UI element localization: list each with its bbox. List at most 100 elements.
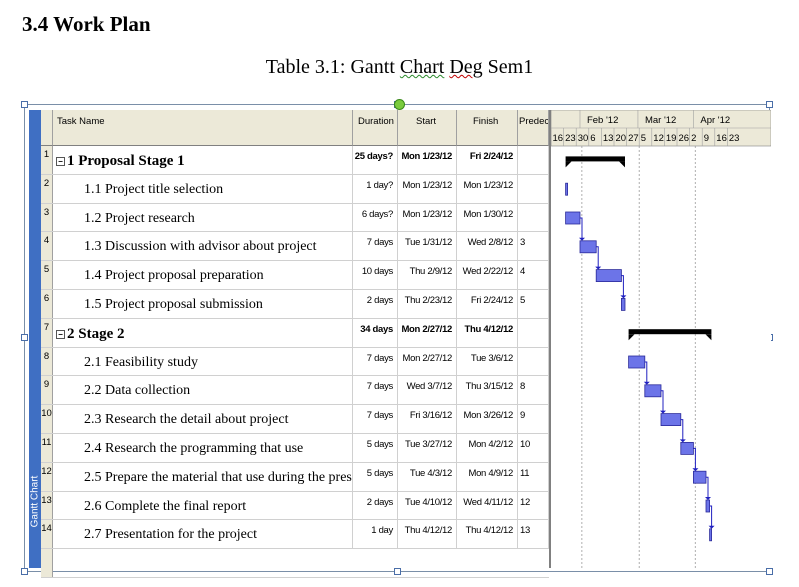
task-name-cell[interactable]: 2.1 Feasibility study — [53, 347, 353, 376]
task-pred-cell[interactable]: 11 — [518, 462, 549, 491]
row-number[interactable]: 13 — [41, 491, 53, 520]
task-duration-cell[interactable]: 7 days — [353, 405, 398, 433]
task-pred-cell[interactable]: 10 — [518, 434, 549, 462]
empty-row[interactable] — [41, 549, 549, 578]
task-duration-cell[interactable]: 7 days — [353, 347, 398, 376]
task-name-cell[interactable]: 2.2 Data collection — [53, 376, 353, 405]
task-pred-cell[interactable]: 5 — [518, 290, 549, 318]
resize-handle-left[interactable] — [21, 334, 28, 341]
task-start-cell[interactable]: Thu 2/23/12 — [398, 290, 457, 318]
resize-handle-bottom-left[interactable] — [21, 568, 28, 575]
row-number[interactable]: 3 — [41, 203, 53, 232]
task-duration-cell[interactable]: 2 days — [353, 491, 398, 520]
task-pred-cell[interactable] — [518, 174, 549, 203]
task-finish-cell[interactable]: Mon 3/26/12 — [457, 405, 518, 433]
task-finish-cell[interactable]: Thu 4/12/12 — [457, 318, 518, 347]
header-predecessors[interactable]: Predece — [518, 110, 549, 146]
task-start-cell[interactable]: Thu 2/9/12 — [398, 261, 457, 289]
row-number[interactable]: 11 — [41, 434, 53, 462]
task-start-cell[interactable]: Fri 3/16/12 — [398, 405, 457, 433]
header-start[interactable]: Start — [398, 110, 457, 146]
task-name-cell[interactable]: 2.6 Complete the final report — [53, 491, 353, 520]
task-duration-cell[interactable]: 2 days — [353, 290, 398, 318]
task-name-cell[interactable]: 2.3 Research the detail about project — [53, 405, 353, 433]
task-start-cell[interactable]: Tue 4/3/12 — [398, 462, 457, 491]
task-finish-cell[interactable]: Wed 2/22/12 — [457, 261, 518, 289]
row-number[interactable]: 9 — [41, 376, 53, 405]
task-duration-cell[interactable]: 34 days — [353, 318, 398, 347]
task-finish-cell[interactable]: Mon 1/23/12 — [457, 174, 518, 203]
row-number[interactable]: 10 — [41, 405, 53, 433]
task-start-cell[interactable]: Mon 1/23/12 — [398, 203, 457, 232]
task-finish-cell[interactable]: Thu 3/15/12 — [457, 376, 518, 405]
task-name-cell[interactable]: −1 Proposal Stage 1 — [53, 146, 353, 174]
task-pred-cell[interactable] — [518, 318, 549, 347]
row-number[interactable]: 4 — [41, 232, 53, 261]
task-duration-cell[interactable]: 10 days — [353, 261, 398, 289]
task-name-cell[interactable]: 1.3 Discussion with advisor about projec… — [53, 232, 353, 261]
row-number[interactable]: 7 — [41, 318, 53, 347]
row-number[interactable]: 5 — [41, 261, 53, 289]
collapse-icon[interactable]: − — [56, 157, 65, 167]
task-duration-cell[interactable]: 5 days — [353, 434, 398, 462]
collapse-icon[interactable]: − — [56, 329, 65, 339]
task-duration-cell[interactable]: 1 day — [353, 520, 398, 549]
task-duration-cell[interactable]: 6 days? — [353, 203, 398, 232]
task-pred-cell[interactable] — [518, 146, 549, 174]
task-start-cell[interactable]: Mon 1/23/12 — [398, 146, 457, 174]
task-finish-cell[interactable]: Mon 1/30/12 — [457, 203, 518, 232]
task-finish-cell[interactable]: Fri 2/24/12 — [457, 290, 518, 318]
task-finish-cell[interactable]: Mon 4/9/12 — [457, 462, 518, 491]
row-number[interactable]: 2 — [41, 174, 53, 203]
task-pred-cell[interactable]: 8 — [518, 376, 549, 405]
task-pred-cell[interactable]: 4 — [518, 261, 549, 289]
task-pred-cell[interactable] — [518, 203, 549, 232]
task-finish-cell[interactable]: Thu 4/12/12 — [457, 520, 518, 549]
resize-handle-top-left[interactable] — [21, 101, 28, 108]
task-start-cell[interactable]: Mon 1/23/12 — [398, 174, 457, 203]
row-number[interactable]: 8 — [41, 347, 53, 376]
task-duration-cell[interactable]: 7 days — [353, 232, 398, 261]
row-number[interactable]: 12 — [41, 462, 53, 491]
task-finish-cell[interactable]: Mon 4/2/12 — [457, 434, 518, 462]
task-start-cell[interactable]: Mon 2/27/12 — [398, 318, 457, 347]
task-finish-cell[interactable]: Fri 2/24/12 — [457, 146, 518, 174]
task-start-cell[interactable]: Mon 2/27/12 — [398, 347, 457, 376]
task-finish-cell[interactable]: Wed 4/11/12 — [457, 491, 518, 520]
task-duration-cell[interactable]: 25 days? — [353, 146, 398, 174]
task-duration-cell[interactable]: 7 days — [353, 376, 398, 405]
task-pred-cell[interactable]: 13 — [518, 520, 549, 549]
resize-handle-bottom-right[interactable] — [766, 568, 773, 575]
resize-handle-bottom[interactable] — [394, 568, 401, 575]
task-name-cell[interactable]: 1.5 Project proposal submission — [53, 290, 353, 318]
header-finish[interactable]: Finish — [457, 110, 518, 146]
header-duration[interactable]: Duration — [353, 110, 398, 146]
rotate-handle[interactable] — [394, 99, 405, 110]
task-name-cell[interactable]: 2.4 Research the programming that use — [53, 434, 353, 462]
task-name-cell[interactable]: 2.7 Presentation for the project — [53, 520, 353, 549]
row-number[interactable]: 14 — [41, 520, 53, 549]
task-pred-cell[interactable]: 9 — [518, 405, 549, 433]
task-duration-cell[interactable]: 1 day? — [353, 174, 398, 203]
row-number[interactable]: 6 — [41, 290, 53, 318]
resize-handle-top-right[interactable] — [766, 101, 773, 108]
task-finish-cell[interactable]: Wed 2/8/12 — [457, 232, 518, 261]
header-task-name[interactable]: Task Name — [53, 110, 353, 146]
task-pred-cell[interactable] — [518, 347, 549, 376]
task-finish-cell[interactable]: Tue 3/6/12 — [457, 347, 518, 376]
row-number[interactable]: 1 — [41, 146, 53, 174]
task-pred-cell[interactable]: 12 — [518, 491, 549, 520]
